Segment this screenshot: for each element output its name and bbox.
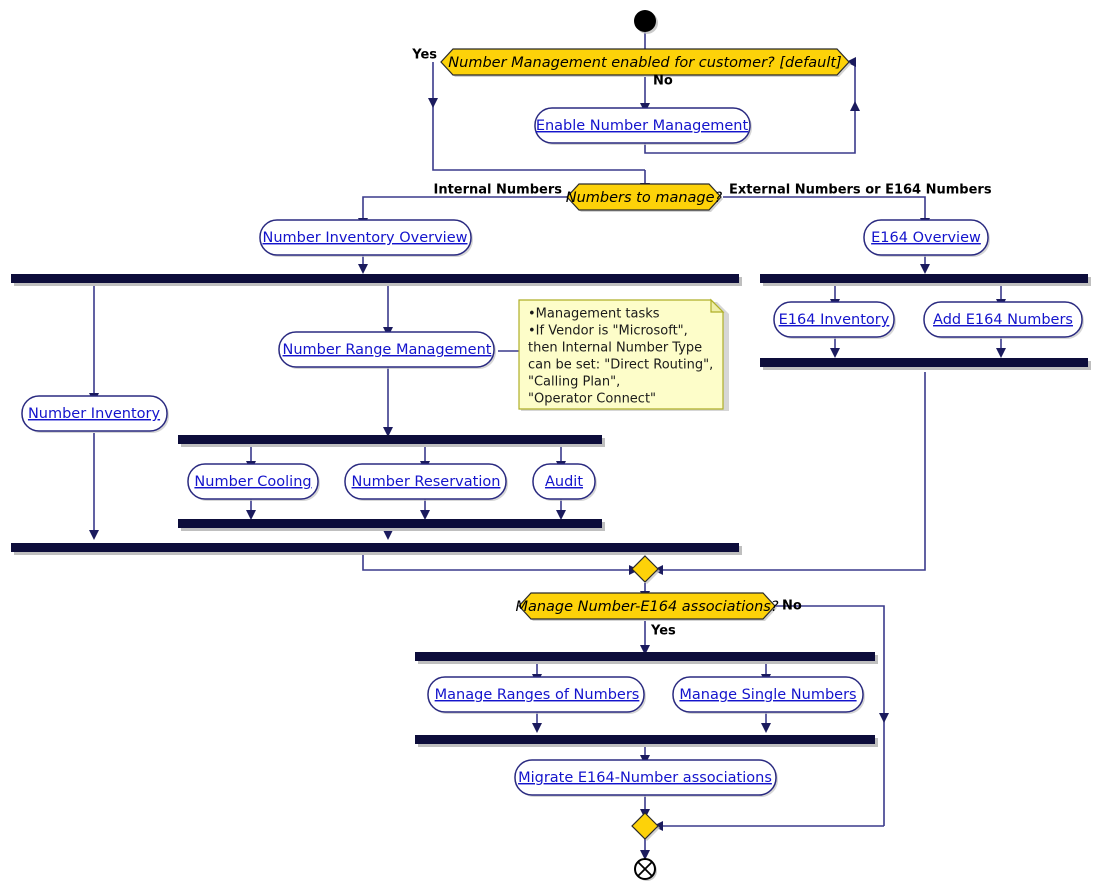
activity-label: Number Range Management [283, 342, 492, 358]
arrowhead-d3-yes [640, 645, 650, 655]
activity-number-reservation[interactable]: Number Reservation [344, 463, 508, 501]
activity-label: Add E164 Numbers [933, 312, 1073, 328]
activity-label: Number Inventory Overview [263, 230, 468, 246]
activity-number-inventory[interactable]: Number Inventory [21, 395, 169, 433]
decision-3-label: Manage Number-E164 associations? [515, 599, 778, 615]
arrowhead-nrm-forkL2 [383, 427, 393, 437]
arrowhead-enable-return-up [850, 101, 860, 111]
merge-diamond-2 [631, 812, 660, 841]
activity-number-range-management[interactable]: Number Range Management [278, 331, 496, 369]
decision-2-label: Numbers to manage? [566, 190, 723, 206]
join-bar-range-tasks-bottom [178, 519, 605, 531]
guard-internal-numbers: Internal Numbers [434, 183, 563, 198]
fork-bar-internal-top [11, 274, 742, 286]
note-line-5: "Operator Connect" [528, 392, 656, 407]
arrowhead-merge2-end [640, 850, 650, 860]
edge-joinR1-to-merge [662, 372, 926, 571]
arrowhead-e164ov-forkR1 [920, 264, 930, 274]
note-line-2: then Internal Number Type [528, 341, 702, 356]
join-bar-internal-bottom [11, 543, 742, 555]
activity-label: Manage Single Numbers [679, 687, 856, 703]
arrowhead-adde164-joinR1 [996, 348, 1006, 358]
activity-e164-overview[interactable]: E164 Overview [863, 219, 990, 257]
edge-decision3-no [775, 605, 885, 826]
guard-yes-decision1: Yes [411, 48, 437, 63]
arrowhead-reservation-joinL2 [420, 510, 430, 520]
guard-external-numbers: External Numbers or E164 Numbers [729, 183, 992, 198]
arrowhead-e164inv-joinR1 [830, 348, 840, 358]
arrowhead-invoverview-fork [358, 264, 368, 274]
arrowhead-d1-yes [428, 98, 438, 108]
note-line-3: can be set: "Direct Routing", [528, 358, 713, 373]
end-node [634, 858, 657, 881]
edge-decision2-internal [362, 196, 567, 220]
arrowhead-joinL2-joinL1 [383, 530, 393, 540]
edge-decision2-external [723, 196, 926, 220]
decision-number-management-enabled[interactable]: Number Management enabled for customer? … [440, 48, 851, 77]
activity-manage-ranges-of-numbers[interactable]: Manage Ranges of Numbers [427, 676, 646, 714]
activity-manage-single-numbers[interactable]: Manage Single Numbers [672, 676, 865, 714]
fork-bar-manage-top [415, 652, 878, 664]
start-node [634, 10, 658, 34]
activity-audit[interactable]: Audit [532, 463, 597, 501]
activity-add-e164-numbers[interactable]: Add E164 Numbers [923, 301, 1084, 339]
activity-number-cooling[interactable]: Number Cooling [187, 463, 320, 501]
activity-label: Manage Ranges of Numbers [435, 687, 640, 703]
join-bar-manage-bottom [415, 735, 878, 747]
activity-number-inventory-overview[interactable]: Number Inventory Overview [259, 219, 473, 257]
note-line-0: •Management tasks [528, 307, 660, 322]
guard-no-decision1: No [653, 74, 673, 89]
decision-1-label: Number Management enabled for customer? … [448, 55, 841, 71]
decision-numbers-to-manage[interactable]: Numbers to manage? [566, 183, 723, 212]
activity-migrate-e164-number-associations[interactable]: Migrate E164-Number associations [514, 759, 778, 797]
guard-no-decision3: No [782, 599, 802, 614]
activity-label: E164 Inventory [779, 312, 890, 328]
arrowhead-audit-joinL2 [556, 510, 566, 520]
join-bar-e164-bottom [760, 358, 1091, 370]
fork-bar-range-tasks-top [178, 435, 605, 447]
activity-label: E164 Overview [871, 230, 981, 246]
activity-label: Migrate E164-Number associations [518, 770, 772, 786]
fork-bar-e164-top [760, 274, 1091, 286]
activity-label: Enable Number Management [536, 118, 749, 134]
guard-yes-decision3: Yes [650, 624, 676, 639]
activity-label: Number Inventory [28, 406, 161, 422]
arrowhead-cooling-joinL2 [246, 510, 256, 520]
activity-label: Number Reservation [352, 474, 501, 490]
decision-manage-number-e164-associations[interactable]: Manage Number-E164 associations? [515, 592, 779, 621]
activity-label: Number Cooling [194, 474, 311, 490]
activity-enable-number-management[interactable]: Enable Number Management [534, 107, 752, 145]
activity-e164-inventory[interactable]: E164 Inventory [773, 301, 896, 339]
merge-diamond-1 [631, 555, 660, 584]
note-line-4: "Calling Plan", [528, 375, 620, 390]
arrowhead-d3-no-down [879, 713, 889, 723]
arrowhead-ranges-joinL3 [532, 723, 542, 733]
activity-label: Audit [545, 474, 583, 490]
note-line-1: •If Vendor is "Microsoft", [528, 324, 688, 339]
note-number-range-management: •Management tasks •If Vendor is "Microso… [518, 298, 729, 411]
arrowhead-ni-joinL1 [89, 530, 99, 540]
edge-joinL1-to-merge [362, 554, 630, 571]
arrowhead-single-joinL3 [761, 723, 771, 733]
arrowhead-return-into-d1 [846, 57, 856, 67]
